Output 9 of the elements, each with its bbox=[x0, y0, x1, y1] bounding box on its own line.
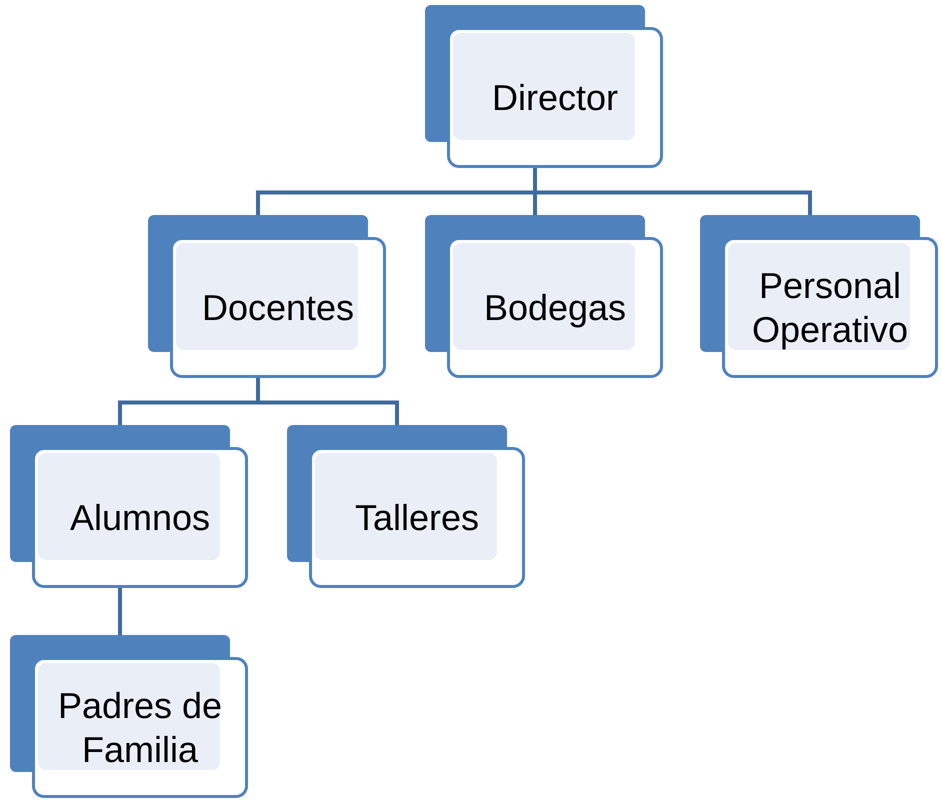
box-label: Talleres bbox=[354, 496, 480, 540]
box-label: Docentes bbox=[202, 286, 354, 330]
connector-line bbox=[118, 588, 122, 635]
box-label: Padres de Familia bbox=[56, 684, 224, 771]
box-label: Director bbox=[492, 76, 618, 120]
box-label: Bodegas bbox=[484, 286, 626, 330]
connector-line bbox=[533, 168, 812, 215]
box-label: Personal Operativo bbox=[750, 264, 910, 351]
box-label: Alumnos bbox=[70, 496, 210, 540]
